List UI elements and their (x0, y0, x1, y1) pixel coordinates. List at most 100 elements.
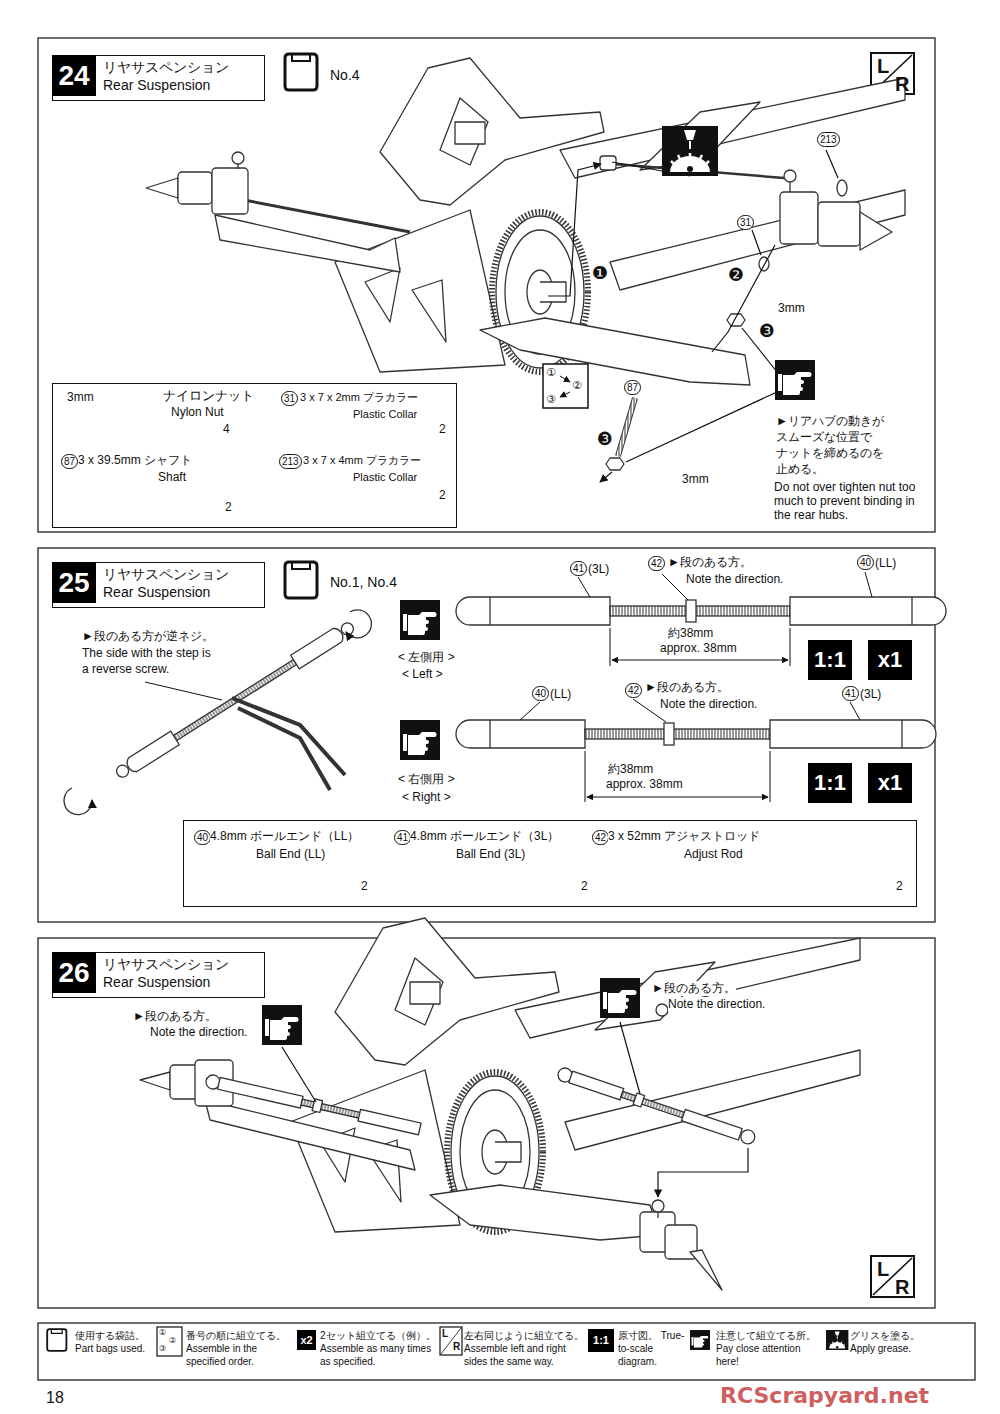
dimension-line (790, 628, 791, 666)
part-size: (3L) (860, 687, 881, 702)
legend-item: 番号の順に組立てる。 Assemble in the specified ord… (186, 1329, 292, 1368)
legend-text: 番号の順に組立てる。 Assemble in the specified ord… (186, 1329, 292, 1368)
suspension-drawing (606, 458, 624, 470)
parts-list: 404.8mm ボールエンド（LL）Ball End (LL)2414.8mm … (183, 820, 917, 907)
order-icon-number: ② (169, 1336, 176, 1346)
step-order-number: ❸ (759, 320, 775, 342)
turnbuckle-drawing (901, 720, 902, 748)
icon-letter: R (895, 73, 909, 95)
suspension-drawing (569, 1071, 624, 1100)
part-number: 213 (279, 454, 302, 469)
suspension-drawing (205, 1100, 415, 1170)
part-size: (LL) (550, 687, 571, 702)
note-en: Note the direction. (668, 997, 765, 1012)
suspension-drawing (178, 172, 212, 204)
suspension-drawing (358, 1109, 421, 1134)
order-icon-number: ③ (546, 393, 556, 406)
part-name-en: Plastic Collar (353, 407, 417, 421)
suspension-drawing (140, 1060, 757, 1290)
suspension-drawing (237, 164, 238, 169)
callout-number: 41 (570, 561, 587, 576)
part-size: 3mm (67, 390, 94, 405)
turnbuckle-drawing (489, 720, 490, 748)
legend-text: グリスを塗る。 Apply grease. (850, 1329, 942, 1355)
legend-text: 使用する袋詰。 Part bags used. (75, 1329, 163, 1355)
part-quantity: 2 (225, 500, 232, 515)
legend-item: 左右同じように組立てる。 Assemble left and right sid… (464, 1329, 586, 1368)
attention-icon (262, 1005, 302, 1045)
suspension-drawing (621, 1091, 685, 1118)
suspension-drawing (652, 1200, 664, 1212)
part-quantity: 2 (896, 879, 903, 894)
part-quantity: 4 (223, 422, 230, 437)
order-icon-number: ③ (159, 1344, 166, 1354)
part-name-ja: 4.8mm ボールエンド（3L） (410, 829, 559, 844)
turnbuckle-drawing (346, 610, 371, 638)
step-order-number: ❶ (592, 262, 608, 284)
left-right-icon (871, 1256, 914, 1297)
turnbuckle-drawing (64, 788, 92, 815)
suspension-drawing (633, 1093, 644, 1107)
part-number: 87 (61, 454, 78, 469)
leader-line (865, 572, 872, 597)
bag-icon (285, 54, 317, 90)
turnbuckle-drawing (686, 600, 696, 622)
dimension-line (585, 628, 790, 802)
order-icon (543, 364, 588, 408)
step-order-number: ❷ (728, 264, 744, 286)
note-en: Note the direction. (150, 1025, 247, 1040)
leader-line (578, 577, 590, 597)
leader-line (752, 230, 761, 255)
suspension-drawing (657, 1212, 658, 1218)
suspension-drawing (212, 168, 248, 214)
icon-letter: L (877, 55, 889, 77)
order-icon (543, 364, 588, 408)
step-number: 24 (52, 55, 96, 96)
leader-line (850, 702, 860, 720)
turnbuckle-drawing (113, 731, 179, 781)
attention-icon (600, 978, 640, 1018)
part-number: 42 (592, 830, 609, 845)
icon-letter: R (453, 1341, 460, 1353)
dimension-line (770, 751, 771, 802)
part-number: 40 (194, 830, 211, 845)
part-quantity: 2 (439, 488, 446, 503)
bag-icon (47, 1329, 66, 1351)
quantity-icon: x1 (868, 640, 912, 680)
part-name-ja: 3 x 7 x 2mm プラカラー (300, 390, 418, 404)
suspension-drawing (690, 1250, 722, 1290)
suspension-drawing (146, 178, 178, 198)
leader-line (612, 162, 690, 176)
note-ja: ►段のある方。 (645, 680, 729, 695)
legend-text: 原寸図。 True-to-scale diagram. (618, 1329, 688, 1368)
turnbuckle-drawing (770, 720, 936, 748)
side-label: < 右側用 > (398, 772, 455, 787)
suspension-drawing (218, 1077, 304, 1108)
quantity-icon: x2 (297, 1330, 316, 1350)
suspension-drawing (618, 398, 635, 456)
step-frame (38, 1323, 975, 1380)
suspension-drawing (232, 152, 244, 164)
part-quantity: 2 (581, 879, 588, 894)
suspension-drawing (600, 156, 616, 170)
callout-number: 87 (624, 380, 641, 395)
step-title-en: Rear Suspension (103, 583, 210, 601)
suspension-drawing (681, 1109, 742, 1140)
order-icon (560, 392, 570, 397)
step-title-en: Rear Suspension (103, 76, 210, 94)
leader-line (282, 1047, 316, 1102)
turnbuckle-drawing (664, 723, 674, 745)
part-name-en: Adjust Rod (684, 847, 743, 862)
note-en: Note the direction. (660, 697, 757, 712)
callout-number: 41 (842, 686, 859, 701)
callout-number: 42 (625, 683, 642, 698)
legend-item: グリスを塗る。 Apply grease. (850, 1329, 942, 1355)
icon-letter: L (877, 1258, 889, 1280)
part-name-ja: 3 x 39.5mm シャフト (78, 453, 192, 468)
order-icon-number: ① (546, 366, 556, 379)
step-heading: 24リヤサスペンションRear Suspension (52, 55, 265, 101)
suspension-drawing (205, 1074, 422, 1136)
note-ja: ►リアハブの動きが スムーズな位置で ナットを締めるのを 止める。 (776, 413, 926, 477)
attention-icon (775, 360, 815, 400)
grease-icon (662, 126, 718, 176)
